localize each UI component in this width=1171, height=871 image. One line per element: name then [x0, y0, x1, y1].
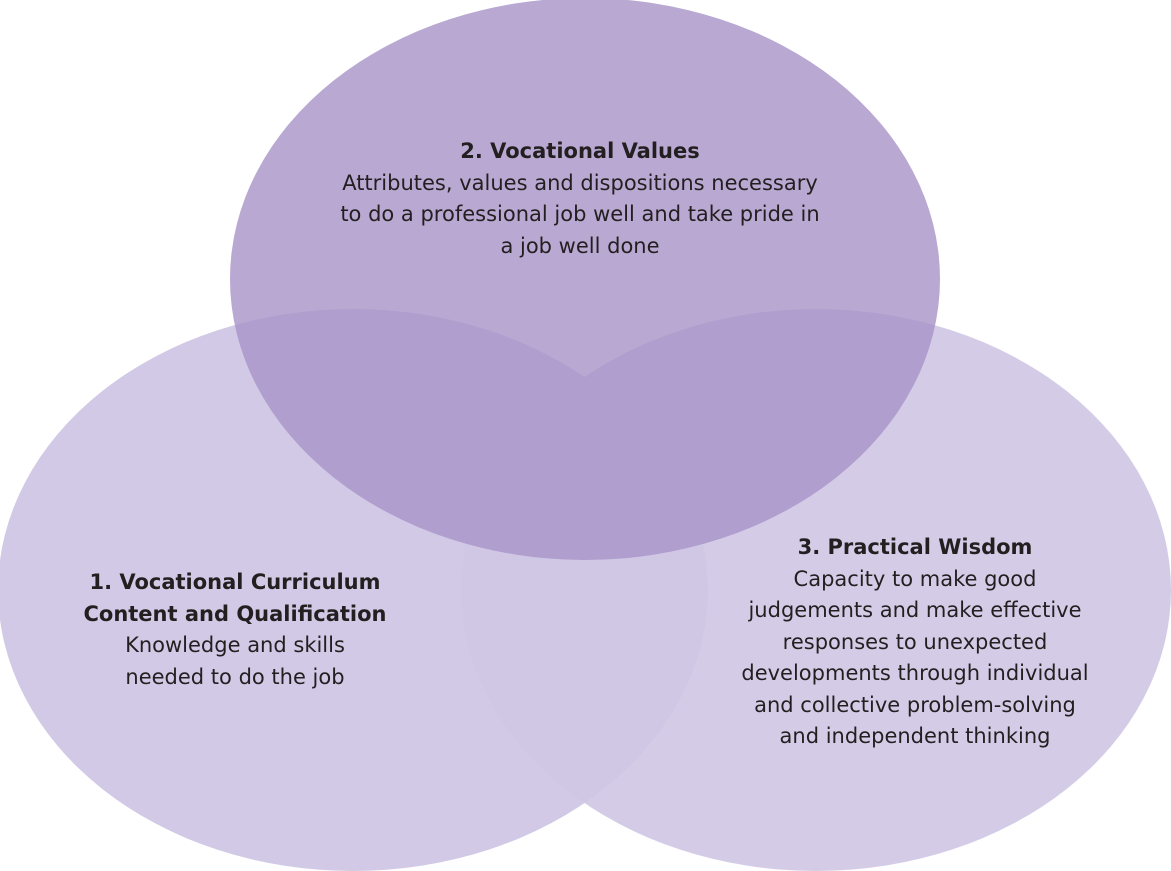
curriculum-label: 1. Vocational Curriculum Content and Qua…	[40, 567, 430, 693]
wisdom-title: 3. Practical Wisdom	[797, 535, 1033, 559]
curriculum-title: 1. Vocational Curriculum Content and Qua…	[83, 570, 387, 626]
values-description: Attributes, values and dispositions nece…	[340, 170, 820, 258]
curriculum-description: Knowledge and skills needed to do the jo…	[125, 633, 345, 689]
values-label: 2. Vocational Values Attributes, values …	[290, 136, 870, 262]
wisdom-label: 3. Practical Wisdom Capacity to make goo…	[700, 532, 1130, 753]
wisdom-description: Capacity to make good judgements and mak…	[741, 566, 1089, 749]
circle-values	[230, 0, 940, 560]
values-title: 2. Vocational Values	[460, 139, 700, 163]
